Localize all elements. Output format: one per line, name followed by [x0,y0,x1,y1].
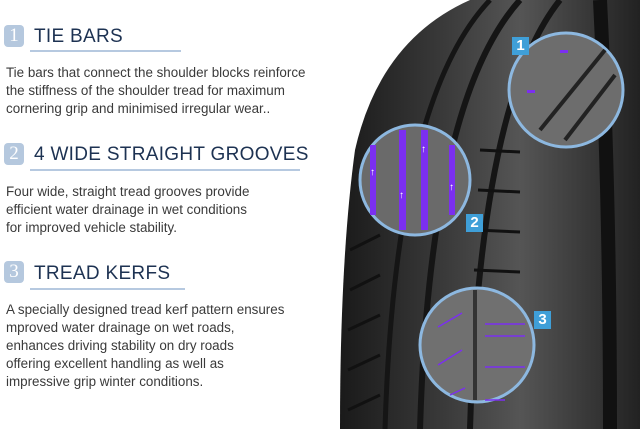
section-description: A specially designed tread kerf pattern … [6,301,284,391]
svg-text:↑: ↑ [449,182,454,193]
svg-text:↑: ↑ [399,190,404,201]
section-description: Four wide, straight tread grooves provid… [6,183,249,237]
section-title: TIE BARS [34,26,123,47]
section-description: Tie bars that connect the shoulder block… [6,64,305,118]
section-number-badge: 1 [4,25,24,47]
svg-text:↑: ↑ [370,167,375,178]
description-line: A specially designed tread kerf pattern … [6,302,285,317]
description-line: cornering grip and minimised irregular w… [6,101,271,116]
section-number-badge: 2 [4,143,24,165]
tie-bars-zoom-circle [507,31,625,149]
kerfs-zoom-circle [418,286,536,404]
title-underline [30,169,300,171]
description-line: impressive grip winter conditions. [6,374,204,389]
description-line: Four wide, straight tread grooves provid… [6,184,250,199]
callout-badge-2: 2 [466,214,483,232]
description-line: enhances driving stability on dry roads [6,338,234,353]
description-line: for improved vehicle stability. [6,220,177,235]
description-line: offering excellent handling as well as [6,356,224,371]
description-line: Tie bars that connect the shoulder block… [6,65,306,80]
callout-badge-3: 3 [534,311,551,329]
svg-text:↑: ↑ [421,144,426,155]
description-line: mproved water drainage on wet roads, [6,320,235,335]
title-underline [30,50,181,52]
description-line: efficient water drainage in wet conditio… [6,202,247,217]
callout-badge-1: 1 [512,37,529,55]
description-line: the stiffness of the shoulder tread for … [6,83,285,98]
grooves-zoom-circle: ↑ ↑ ↑ ↑ [358,123,472,237]
title-underline [30,288,185,290]
section-number-badge: 3 [4,261,24,283]
section-title: 4 WIDE STRAIGHT GROOVES [34,144,309,165]
section-title: TREAD KERFS [34,263,171,284]
